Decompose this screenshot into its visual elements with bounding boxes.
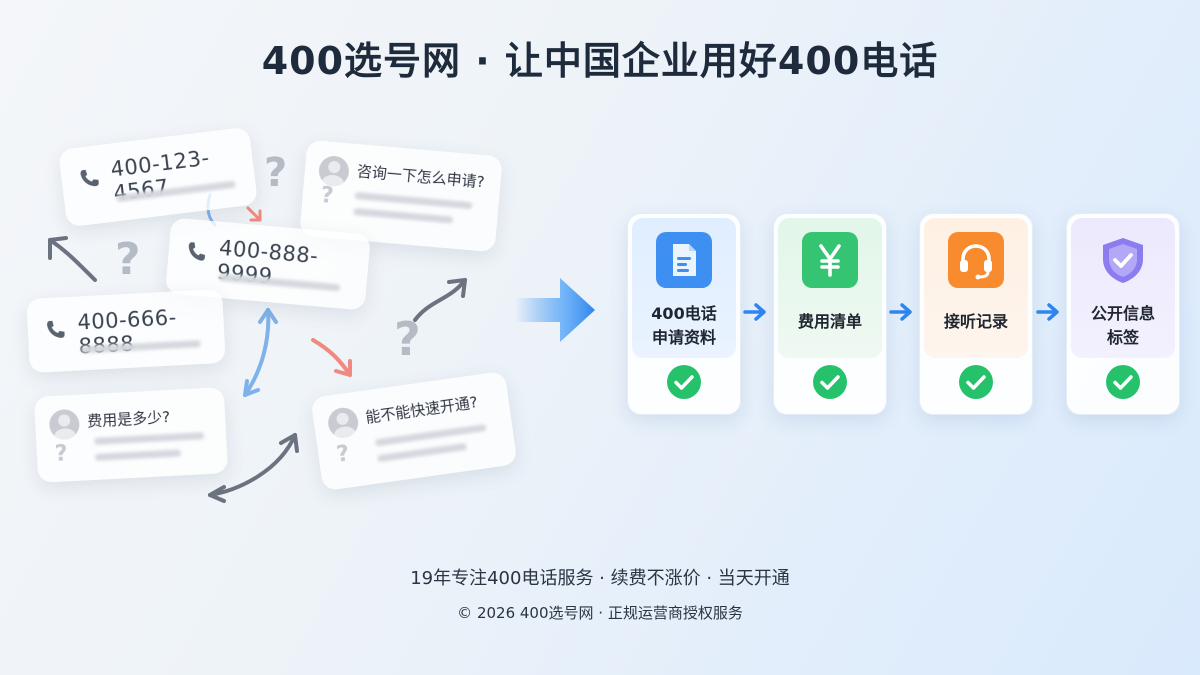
question-card: 费用是多少? ? [33, 387, 229, 483]
step-card-public-info-tags: 公开信息标签 [1066, 213, 1180, 415]
step-card-call-records: 接听记录 [919, 213, 1033, 415]
question-mark-icon: ? [264, 150, 288, 196]
yen-icon [802, 232, 858, 288]
step-card-application-docs: 400电话申请资料 [627, 213, 741, 415]
phone-icon [47, 320, 65, 338]
check-circle-icon [813, 365, 847, 399]
step-label: 400电话 [651, 304, 717, 323]
document-icon [656, 232, 712, 288]
phone-icon [80, 169, 99, 187]
step-card-fee-list: 费用清单 [773, 213, 887, 415]
scatter-arrows [48, 193, 467, 503]
question-text: 能不能快速开通? [364, 392, 479, 427]
phone-card: 400-666-8888 [26, 288, 226, 374]
phone-card: 400-888-9999 [165, 217, 371, 311]
step-label: 费用清单 [797, 312, 862, 331]
arrow-right-icon [515, 278, 595, 342]
question-text: 咨询一下怎么申请? [356, 162, 486, 192]
arrow-right-icon [743, 303, 766, 321]
arrow-right-icon [1036, 303, 1059, 321]
question-mark-icon: ? [115, 234, 141, 285]
question-text: 费用是多少? [86, 407, 171, 431]
avatar-icon [326, 405, 361, 440]
step-label: 公开信息 [1090, 304, 1155, 323]
step-label: 标签 [1106, 328, 1139, 347]
step-label: 接听记录 [943, 312, 1008, 331]
arrow-right-icon [889, 303, 912, 321]
phone-card: 400-123-4567 [57, 126, 259, 228]
question-mark-icon: ? [394, 312, 421, 366]
page-title: 400选号网 · 让中国企业用好400电话 [261, 39, 939, 83]
copyright: © 2026 400选号网 · 正规运营商授权服务 [457, 604, 743, 622]
phone-number: 400-888-9999 [216, 235, 320, 289]
phone-icon [188, 242, 206, 261]
step-label: 申请资料 [651, 328, 716, 347]
tagline: 19年专注400电话服务 · 续费不涨价 · 当天开通 [410, 568, 790, 589]
avatar-icon [48, 408, 81, 441]
check-circle-icon [667, 365, 701, 399]
check-circle-icon [1106, 365, 1140, 399]
shield-check-icon [1095, 232, 1151, 288]
headset-icon [948, 232, 1004, 288]
check-circle-icon [959, 365, 993, 399]
